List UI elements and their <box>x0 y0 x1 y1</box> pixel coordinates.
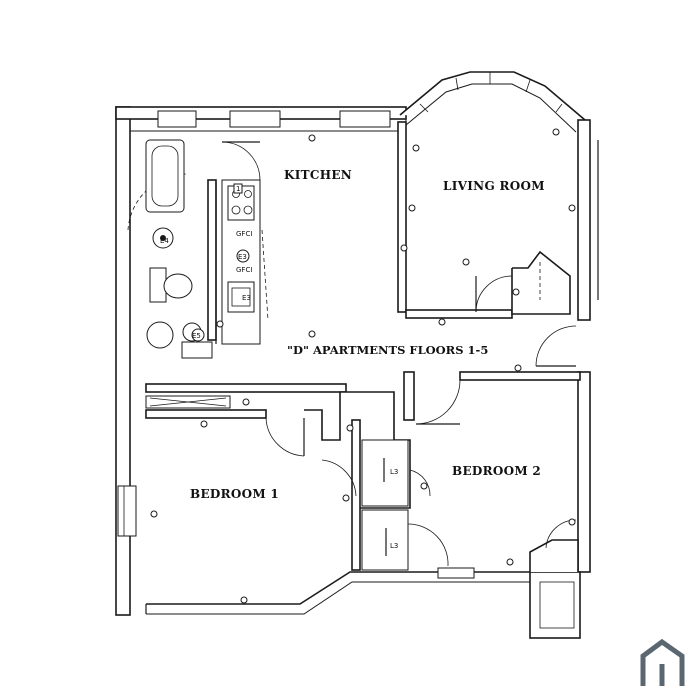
room-label-kitchen: KITCHEN <box>284 168 352 182</box>
outlet <box>412 144 420 152</box>
fixture-tags: 1 GFCI E3 GFCI E3 E4 E5 L3 L3 <box>160 183 398 556</box>
outlet <box>216 320 224 328</box>
outlet <box>552 128 560 136</box>
living-right-wall <box>577 119 591 321</box>
bedroom2-top-wall <box>459 371 581 381</box>
bay-window-inner <box>405 83 577 133</box>
outlet <box>568 204 576 212</box>
outlet <box>568 518 576 526</box>
house-outline-icon <box>640 638 685 686</box>
window-kitchen-1 <box>157 110 197 128</box>
tag-gfci-2: GFCI <box>236 266 252 274</box>
door-closet-small <box>409 469 431 497</box>
bath-kitchen-wall <box>207 179 217 341</box>
left-exterior-wall <box>115 106 131 616</box>
door-kitchen-bath <box>221 141 261 181</box>
closet-l3-a <box>361 439 409 507</box>
plan-title: "D" APARTMENTS FLOORS 1-5 <box>287 343 488 357</box>
outlet <box>514 364 522 372</box>
tag-e3-b: E3 <box>242 294 251 302</box>
kitchen-fixtures <box>215 179 269 345</box>
sink <box>146 321 174 349</box>
bay-window-outer <box>399 71 586 121</box>
tag-e3-a: E3 <box>238 253 247 261</box>
toilet-bowl <box>163 273 193 299</box>
window-kitchen-3 <box>339 110 391 128</box>
outlet <box>242 398 250 406</box>
outlet <box>438 318 446 326</box>
outlet <box>150 510 158 518</box>
bathroom-fixtures <box>145 139 213 359</box>
outlet <box>400 244 408 252</box>
closet-l3-b <box>361 509 409 571</box>
room-label-living-room: LIVING ROOM <box>443 179 545 193</box>
living-bottom-wall-left <box>405 309 513 319</box>
tag-num-1: 1 <box>236 185 240 193</box>
window-bedroom1 <box>117 485 137 537</box>
door-closet-l3-b <box>407 523 449 567</box>
window-kitchen-2 <box>229 110 281 128</box>
outlet <box>512 288 520 296</box>
door-bedroom1 <box>265 417 305 457</box>
outlet <box>308 134 316 142</box>
bathtub <box>145 139 185 213</box>
outlet <box>408 204 416 212</box>
kitchen-living-wall <box>397 121 407 313</box>
tag-l3-a: L3 <box>390 468 398 476</box>
bedroom2-closet <box>529 539 579 572</box>
room-label-bedroom-1: BEDROOM 1 <box>190 487 279 501</box>
room-label-bedroom-2: BEDROOM 2 <box>452 464 541 478</box>
outlet <box>462 258 470 266</box>
outlet <box>200 420 208 428</box>
bottom-wall-inner <box>146 581 530 615</box>
electrical-outlets <box>150 128 576 604</box>
door-closet-l3-a <box>321 459 357 497</box>
door-living-hall <box>535 325 577 367</box>
outlet <box>308 330 316 338</box>
hall-wall-right <box>403 371 415 421</box>
bedroom2-right-wall <box>577 371 591 573</box>
vanity <box>181 341 213 359</box>
bath-bottom-wall <box>145 383 347 393</box>
door-living-closet <box>475 275 513 313</box>
outlet <box>342 494 350 502</box>
window-bottom <box>437 567 475 579</box>
tag-gfci-1: GFCI <box>236 230 252 238</box>
outlet <box>420 482 428 490</box>
exterior-walls <box>115 71 599 639</box>
outlet <box>506 558 514 566</box>
door-bedroom2 <box>415 379 461 425</box>
outlet <box>240 596 248 604</box>
tag-e4: E4 <box>160 237 169 245</box>
tag-e5: E5 <box>192 332 201 340</box>
living-closet <box>511 250 571 315</box>
outlet <box>346 424 354 432</box>
bedroom1-top-wall <box>145 409 267 419</box>
balcony-bottom <box>529 571 581 639</box>
tag-l3-b: L3 <box>390 542 398 550</box>
